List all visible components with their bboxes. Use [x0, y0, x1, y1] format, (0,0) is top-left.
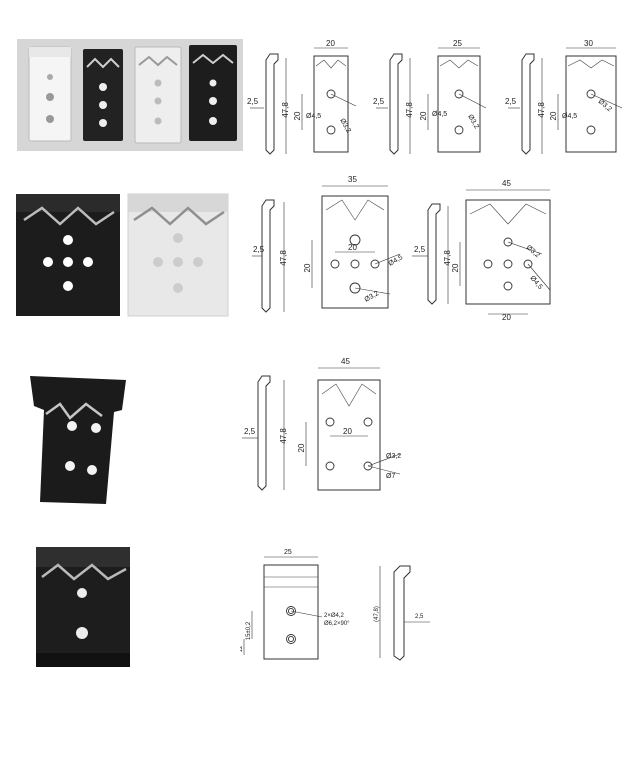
dim-pitch-top: 15±0,2 [246, 621, 252, 640]
drawing-row-3: 47,8 2,5 45 20 20 Ø3,2 Ø7 [240, 350, 440, 500]
dim-offset: 2,5 [414, 245, 426, 254]
dim-pitch-bottom: 12 [240, 645, 244, 652]
drawing-30mm: 47,8 2,5 30 20 Ø3,2 Ø4,5 [505, 39, 623, 155]
dim-pitch: 20 [549, 111, 558, 120]
silver-clip [134, 46, 182, 144]
photo-four-din-clips [17, 39, 243, 151]
drawing-25mm: 47,8 2,5 25 20 Ø3,2 Ø4,5 [373, 39, 487, 155]
drawing-row-1: 47,8 2,5 20 20 Ø3,2 Ø4,5 47,8 2,5 [244, 36, 634, 158]
dim-d1: Ø4,5 [562, 113, 577, 120]
photo-angled-clip [26, 370, 134, 518]
dim-pitch-h: 20 [502, 313, 511, 320]
dim-d1: Ø3,2 [386, 453, 401, 460]
dim-width: 45 [341, 357, 350, 366]
black-clip-2 [189, 45, 237, 141]
drawing-35mm: 47,8 2,5 35 20 20 Ø4,5 Ø3,2 [252, 175, 405, 313]
dim-d1: Ø4,5 [306, 113, 321, 120]
dim-height: 47,8 [537, 102, 546, 118]
dim-offset: 2,5 [505, 97, 517, 106]
dim-callout-1: 2×Ø4,2 [324, 613, 345, 619]
dim-height: 47,8 [279, 250, 288, 266]
dim-d2: Ø3,2 [466, 114, 480, 131]
drawing-45mm-a: 47,8 2,5 45 20 20 Ø3,2 Ø4,5 [412, 179, 551, 322]
dim-offset: 2,5 [415, 614, 424, 620]
dim-pitch: 20 [419, 111, 428, 120]
dim-pitch-v: 20 [303, 263, 312, 272]
dim-width: 35 [348, 175, 357, 184]
dim-height: 47,8 [405, 102, 414, 118]
dim-d2: Ø7 [386, 473, 395, 480]
dim-d2: Ø3,2 [597, 98, 613, 113]
dim-height: 47,8 [281, 102, 290, 118]
dim-width: 45 [502, 179, 511, 188]
dim-width: 30 [584, 39, 593, 48]
drawing-row-4-side: (47,8) 2,5 [370, 560, 435, 670]
dim-height: 47,8 [443, 250, 452, 266]
dim-height: 47,8 [279, 428, 288, 444]
photo-front-clip [34, 545, 132, 673]
dim-pitch-v: 20 [297, 443, 306, 452]
drawing-20mm: 47,8 2,5 20 20 Ø3,2 Ø4,5 [247, 39, 357, 155]
dim-offset: 2,5 [244, 427, 256, 436]
drawing-row-4: 25 15±0,2 12 2×Ø4,2 Ø6,2×90° [238, 545, 440, 665]
dim-d2: Ø4,5 [528, 275, 543, 291]
dim-pitch-v: 20 [451, 263, 460, 272]
dim-pitch-h: 20 [343, 427, 352, 436]
drawing-row-2: 47,8 2,5 35 20 20 Ø4,5 Ø3,2 47,8 [250, 170, 635, 322]
dim-width: 20 [326, 39, 335, 48]
dim-width: 25 [453, 39, 462, 48]
photo-wide-clips [14, 190, 232, 320]
dim-d2: Ø3,2 [364, 290, 381, 304]
dim-pitch-h: 20 [348, 243, 357, 252]
white-clip [28, 46, 72, 142]
dim-d1: Ø4,5 [388, 254, 405, 268]
dim-offset: 2,5 [247, 97, 259, 106]
black-wide-clip [16, 194, 120, 316]
dim-offset: 2,5 [253, 245, 265, 254]
silver-wide-clip [127, 193, 229, 317]
dim-d1: Ø3,2 [525, 244, 541, 259]
dim-callout-2: Ø6,2×90° [324, 621, 350, 627]
dim-offset: 2,5 [373, 97, 385, 106]
dim-width: 25 [284, 549, 292, 556]
dim-pitch: 20 [293, 111, 302, 120]
dim-d2: Ø3,2 [338, 118, 352, 135]
dim-d1: Ø4,5 [432, 111, 447, 118]
dim-height: (47,8) [374, 606, 380, 622]
black-clip-1 [83, 49, 123, 141]
